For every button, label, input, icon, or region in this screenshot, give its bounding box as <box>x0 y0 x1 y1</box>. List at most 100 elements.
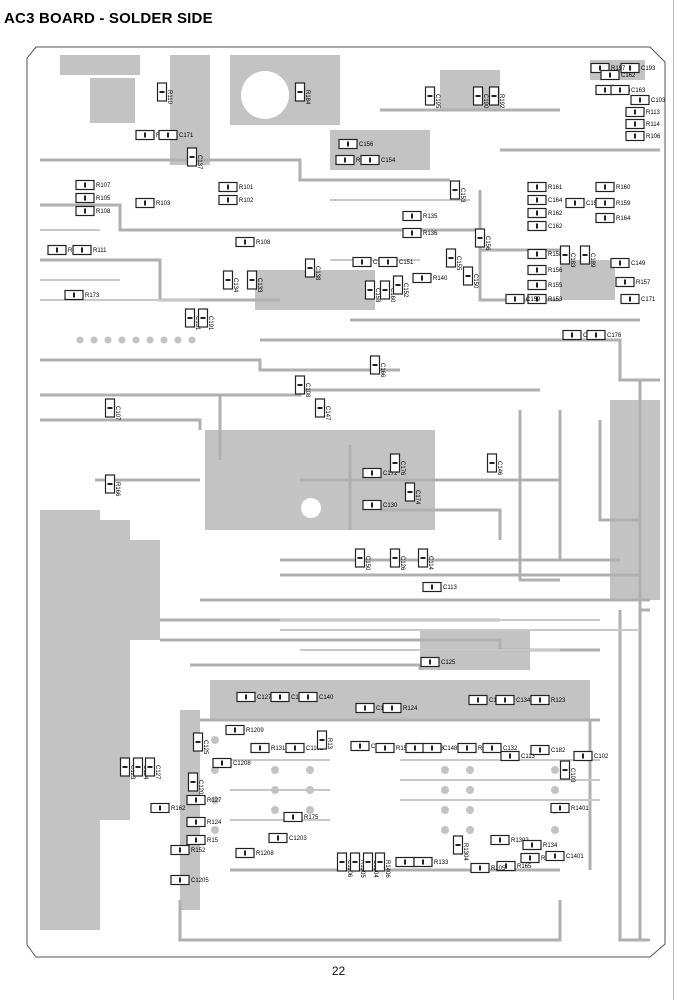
page-title: AC3 BOARD - SOLDER SIDE <box>4 10 213 27</box>
smd-component: C140 <box>298 691 334 703</box>
component-label: R1302 <box>511 838 529 844</box>
component-label: C126 <box>399 556 405 571</box>
smd-component: R136 <box>402 227 438 239</box>
smd-component: R197 <box>590 62 626 74</box>
component-label: R164 <box>616 216 631 222</box>
smd-component: R13 <box>316 730 332 750</box>
mounting-hole <box>439 415 453 429</box>
component-label: C157 <box>586 201 601 207</box>
smd-component: C147 <box>314 398 330 421</box>
component-label: R101 <box>239 185 254 191</box>
component-label: R108 <box>256 240 271 246</box>
component-label: R175 <box>304 815 319 821</box>
smd-component: C155 <box>445 248 461 271</box>
component-label: R103 <box>156 201 171 207</box>
component-label: C146 <box>496 461 502 476</box>
component-label: C108 <box>304 383 310 398</box>
component-label: C174 <box>414 490 420 505</box>
smd-component: C125 <box>192 732 208 755</box>
smd-component: R140 <box>412 272 448 284</box>
smd-component: R166 <box>104 474 120 497</box>
component-label: C150 <box>364 556 370 571</box>
component-label: R160 <box>616 185 631 191</box>
component-label: C125 <box>441 660 456 666</box>
component-label: R107 <box>96 183 111 189</box>
traces-fine <box>40 199 640 821</box>
component-label: R1209 <box>246 728 264 734</box>
smd-component: R173 <box>64 289 100 301</box>
smd-component: C1202 <box>187 772 203 798</box>
component-label: R106 <box>646 134 661 140</box>
smd-component: C162 <box>527 220 563 232</box>
pad-rows <box>66 336 649 834</box>
component-label: C112 <box>291 695 306 701</box>
smd-component: C127 <box>144 757 160 780</box>
component-label: C159 <box>526 297 541 303</box>
smd-component: R162 <box>150 802 186 814</box>
component-label: R153 <box>548 297 563 303</box>
component-label: C107 <box>114 406 120 421</box>
component-label: C127 <box>154 765 160 780</box>
page-edge <box>673 0 674 1000</box>
component-label: C1202 <box>197 780 203 798</box>
smd-component: C176 <box>586 329 622 341</box>
smd-component: R110 <box>156 82 172 105</box>
smd-component: R124 <box>186 816 222 828</box>
smd-component: C1203 <box>268 832 307 844</box>
component-label: C171 <box>641 297 656 303</box>
component-label: R110 <box>166 90 172 105</box>
smd-component: R161 <box>527 181 563 193</box>
smd-component: R184 <box>294 82 310 105</box>
component-label: C163 <box>631 88 646 94</box>
smd-component: C113 <box>422 581 458 593</box>
component-label: C1106 <box>346 860 352 878</box>
smd-component: C193 <box>620 62 656 74</box>
smd-component: C130 <box>362 499 398 511</box>
component-label: C131 <box>194 316 200 331</box>
smd-component: C1106 <box>336 852 352 878</box>
smd-component: C137 <box>186 147 202 170</box>
component-label: C132 <box>503 746 518 752</box>
component-label: C162 <box>548 224 563 230</box>
component-label: R140 <box>433 276 448 282</box>
component-label: R156 <box>548 268 563 274</box>
smd-component: C191 <box>197 308 213 331</box>
smd-component: R131 <box>250 742 286 754</box>
smd-component: C162 <box>600 69 636 81</box>
smd-component: R1304 <box>452 835 468 861</box>
component-label: C156 <box>484 236 490 251</box>
smd-component: C154 <box>360 154 396 166</box>
component-label: C189 <box>589 253 595 268</box>
component-label: C123 <box>129 765 135 780</box>
component-label: C113 <box>521 754 536 760</box>
component-label: C1208 <box>233 761 251 767</box>
smd-component: R123 <box>530 694 566 706</box>
component-label: R158 <box>548 252 563 258</box>
component-label: C103 <box>651 98 666 104</box>
component-label: R173 <box>85 293 100 299</box>
smd-component: R1302 <box>490 834 529 846</box>
smd-component: C1208 <box>212 757 251 769</box>
component-label: C102 <box>594 754 609 760</box>
component-label: R102 <box>239 198 254 204</box>
smd-component: C138 <box>304 258 320 281</box>
smd-component: C150 <box>354 548 370 571</box>
component-label: R1401 <box>571 806 589 812</box>
component-label: R157 <box>636 280 651 286</box>
smd-component: C113 <box>500 750 536 762</box>
component-label: C150 <box>472 274 478 289</box>
smd-component: R105 <box>75 192 111 204</box>
component-label: C134 <box>232 278 238 293</box>
smd-component: C195 <box>424 86 440 109</box>
component-label: C154 <box>381 158 396 164</box>
smd-component: R106 <box>625 130 661 142</box>
smd-component: R175 <box>283 811 319 823</box>
smd-component: C182 <box>530 744 566 756</box>
smd-component: R127 <box>186 794 222 806</box>
component-label: C155 <box>455 256 461 271</box>
smd-component: C151 <box>378 256 414 268</box>
smd-component: C157 <box>565 197 601 209</box>
component-label: C113 <box>443 585 458 591</box>
smd-component: C127 <box>236 691 272 703</box>
